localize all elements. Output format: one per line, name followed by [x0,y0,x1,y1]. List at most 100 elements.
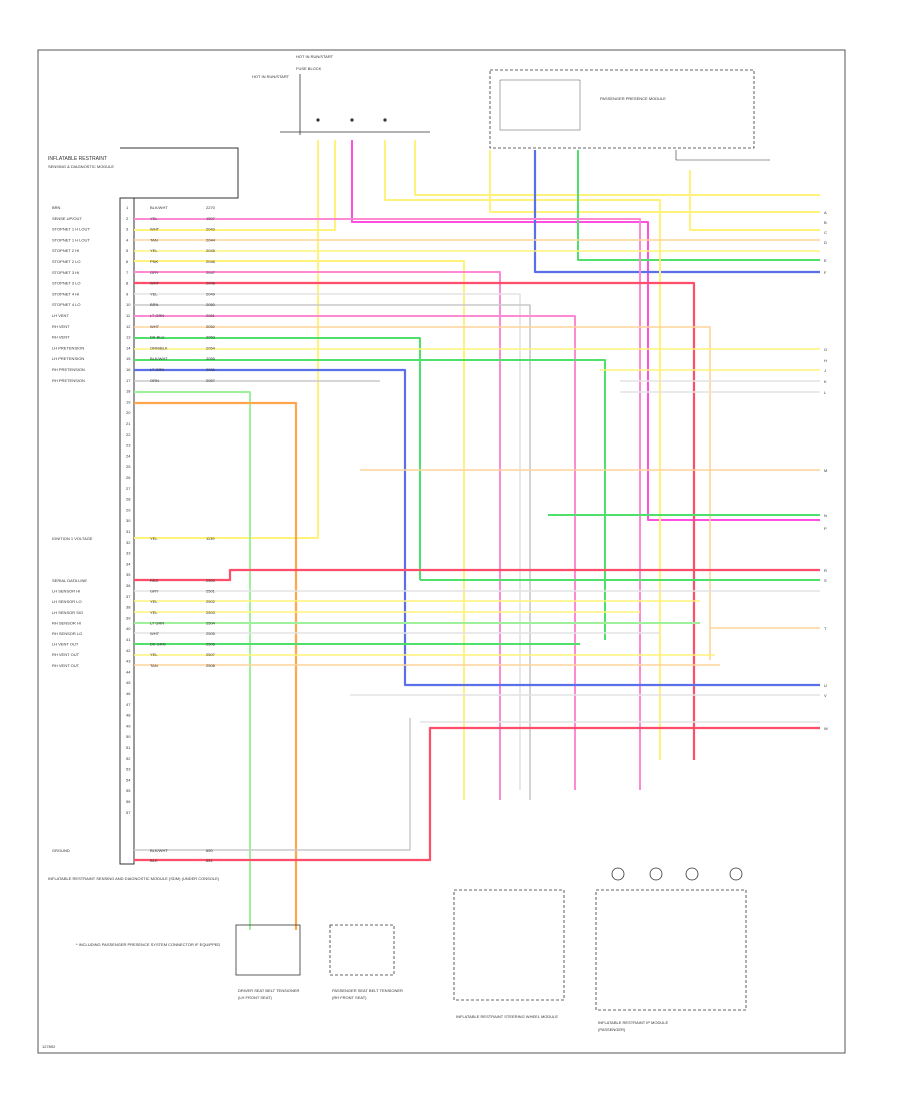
ip-module-box [595,889,747,1011]
pin-number: 29 [126,507,131,512]
pin-number: 40 [126,626,131,631]
pin-number: 3 [126,227,129,232]
pin-label: RH PRETENSION [52,378,85,383]
wire-color-label: BLK/WHT [150,848,168,853]
pin-label: LH PRETENSION [52,356,84,361]
driver-tensioner-sub: (LH FRONT SEAT) [238,995,273,1000]
wire-color-label: YEL [150,536,158,541]
circuit-number: 2501 [206,589,216,594]
passenger-presence-module: PASSENGER PRESENCE MODULE [489,69,770,161]
pin-label: IGNITION 1 VOLTAGE [52,536,93,541]
wire-pink [134,315,576,790]
pin-number: 47 [126,702,131,707]
pin-label: STOPNET 2 LO [52,259,81,264]
pin-number: 44 [126,669,131,674]
terminal-letter: D [824,240,827,245]
pin-number: 49 [126,723,131,728]
pin-label: STOPNET 2 HI [52,248,79,253]
wire-color-label: YEL [150,599,158,604]
terminal-letter: V [824,693,827,698]
module-subtitle: SENSING & DIAGNOSTIC MODULE [48,164,114,169]
wire-group [134,140,820,930]
pin-number: 32 [126,540,131,545]
circuit-number: 2506 [206,642,216,647]
pin-label: RH VENT OUT [52,652,80,657]
terminal-letter: S [824,578,827,583]
wire-color-label: YEL [150,291,158,296]
terminal-letter: L [824,390,827,395]
pin-number: 42 [126,648,131,653]
pin-number: 20 [126,410,131,415]
pin-number: 2 [126,216,129,221]
circuit-number: 2052 [206,324,216,329]
terminal-letter: E [824,258,827,263]
pin-label: LH SENSOR LO [52,599,82,604]
circuit-number: 1507 [206,216,216,221]
wire-color-label: GRY [150,270,159,275]
wire-color-label: YEL [150,610,158,615]
pin-number: 26 [126,475,131,480]
circuit-number: 2502 [206,599,216,604]
circuit-number: 2050 [206,302,216,307]
terminal-letter: R [824,568,827,573]
wire-color-label: DK GRN [150,642,166,647]
pin-number: 25 [126,464,131,469]
wire-yellow [689,170,820,231]
circuit-number: 2508 [206,663,216,668]
wire-color-label: BLK [150,858,158,863]
wire-color-label: PNK [150,259,159,264]
pin-number: 30 [126,518,131,523]
wire-color-label: TAN [150,663,158,668]
wire-color-label: BLK/WHT [150,356,168,361]
pin-number: 24 [126,453,131,458]
pin-label: LH SENSOR HI [52,589,80,594]
pin-label: GROUND [52,848,70,853]
circuit-number: 650 [206,848,213,853]
relay-label: PASSENGER PRESENCE MODULE [600,96,666,101]
circuit-number: 2507 [206,652,216,657]
circuit-number: 2049 [206,291,216,296]
wire-lightgray [134,293,521,790]
pin-number: 10 [126,302,131,307]
circuit-number: 2054 [206,345,216,350]
ip-module-sub: (PASSENGER) [598,1027,626,1032]
pin-number: 11 [126,313,131,318]
ip-module-label: INFLATABLE RESTRAINT IP MODULE [598,1020,668,1025]
pin-label: STOPNET 4 HI [52,291,79,296]
terminal-letter: A [824,210,827,215]
wire-color-label: WHT [150,227,160,232]
diagram-frame [37,49,846,1054]
wire-lightgreen [134,391,251,930]
left-note: INFLATABLE RESTRAINT SENSING AND DIAGNOS… [48,876,220,881]
pin-number: 13 [126,335,131,340]
circuit-number: 2056 [206,367,216,372]
pin-number: 21 [126,421,131,426]
wire-color-label: WHT [150,631,160,636]
pin-label: RH PRETENSION [52,367,85,372]
terminal-letter: J [824,368,826,373]
pin-number: 28 [126,497,131,502]
pin-number: 53 [126,767,131,772]
pin-label: STOPNET 1 H LOUT [52,227,90,232]
steering-module-box [453,889,565,1001]
wire-red [134,281,696,760]
pin-number: 16 [126,367,131,372]
circuit-number: 651 [206,858,213,863]
wire-yellow [489,150,820,213]
circuit-number: 2053 [206,335,216,340]
fuse-label: HOT IN RUN/START [252,74,290,79]
wire-color-label: GRY [150,589,159,594]
steering-module-label: INFLATABLE RESTRAINT STEERING WHEEL MODU… [456,1014,558,1019]
wire-blue [533,150,820,274]
wire-color-label: ORN [150,378,159,383]
pin-number: 57 [126,810,131,815]
terminal-letter: B [824,220,827,225]
pin-label: LH VENT [52,313,69,318]
pin-number: 8 [126,281,129,286]
pin-number: 51 [126,745,131,750]
circuit-number: 2047 [206,270,216,275]
wire-color-label: YEL [150,248,158,253]
pin-label: STOPNET 3 LO [52,281,81,286]
circuit-number: 2270 [206,205,216,210]
pin-label: LH VENT OUT [52,642,79,647]
